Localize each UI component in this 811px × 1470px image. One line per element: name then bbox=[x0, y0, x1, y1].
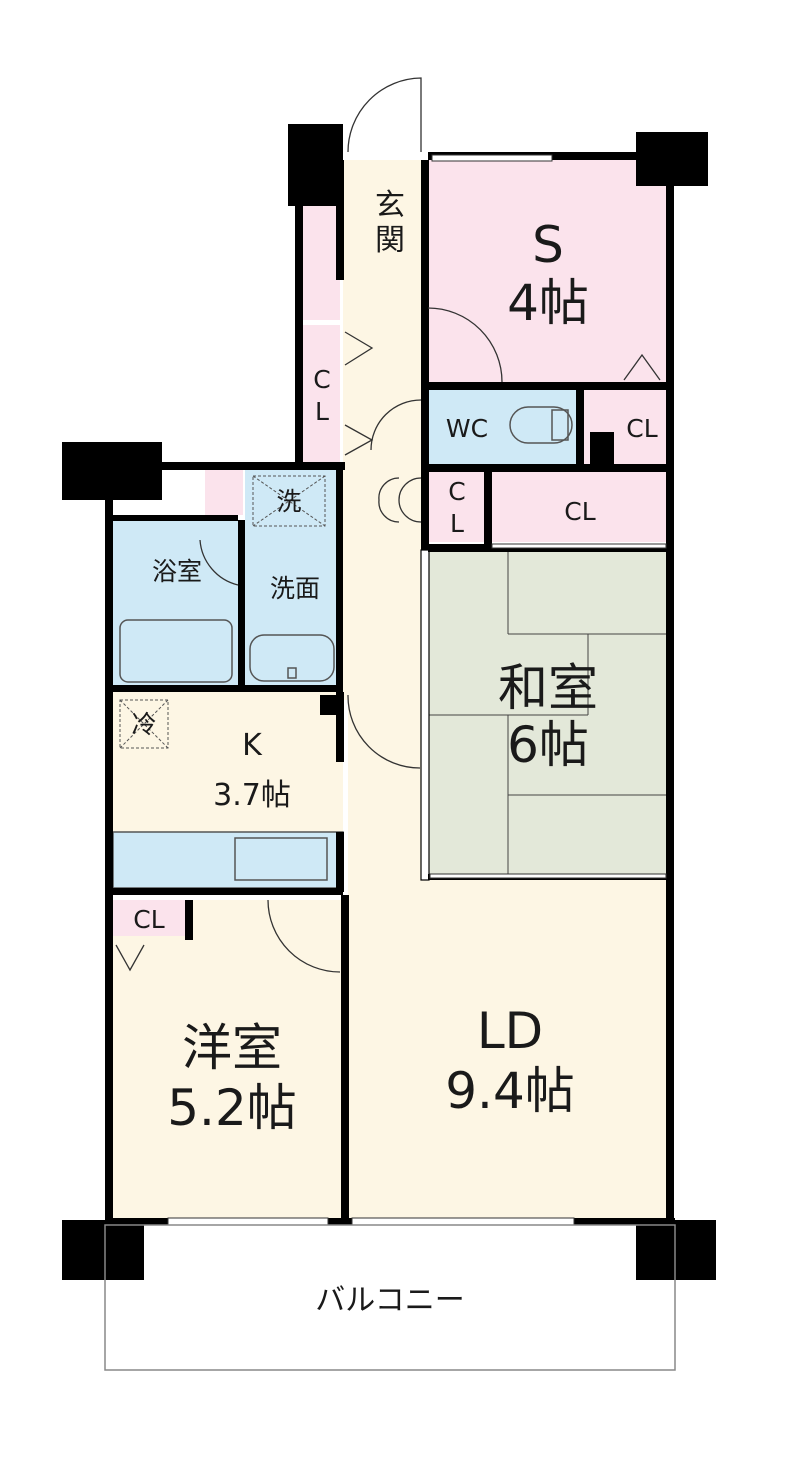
yoshitsu-door bbox=[267, 899, 341, 973]
appliance-boxes bbox=[119, 475, 326, 749]
closet-fold-2 bbox=[344, 424, 374, 456]
pillar-top-left bbox=[288, 124, 343, 206]
cl-right-label: CL bbox=[626, 414, 657, 443]
kitchen-name: K bbox=[242, 728, 263, 763]
yoshitsu-name: 洋室 bbox=[182, 1019, 282, 1077]
senmen-label: 洗面 bbox=[270, 574, 320, 603]
entry-closet-fill bbox=[205, 470, 243, 515]
doors bbox=[115, 77, 661, 973]
yoshitsu-fill bbox=[113, 900, 343, 1220]
labels: S 4帖 玄 関 WC CL C L C L CL 洗 浴室 洗面 和室 6帖 … bbox=[131, 188, 657, 1318]
cl-yoshitsu-label: CL bbox=[133, 905, 164, 934]
washer-box bbox=[252, 475, 326, 527]
fridge-label: 冷 bbox=[131, 710, 156, 739]
pillar-bottom-right bbox=[636, 1220, 716, 1280]
cl-s-fill bbox=[492, 472, 666, 542]
genkan-floor bbox=[343, 160, 421, 280]
washitsu-overlay bbox=[428, 552, 666, 874]
bathtub bbox=[119, 619, 233, 683]
wc-label: WC bbox=[446, 414, 488, 443]
kitchen-door bbox=[347, 694, 421, 769]
washitsu-size: 6帖 bbox=[507, 716, 589, 774]
drain bbox=[287, 667, 297, 679]
yoshitsu-size: 5.2帖 bbox=[167, 1079, 297, 1137]
closet-fold-4 bbox=[378, 477, 400, 523]
toilet bbox=[509, 406, 573, 444]
s-room-name: S bbox=[532, 216, 564, 274]
fixtures bbox=[119, 406, 573, 683]
cl-s-label: CL bbox=[564, 497, 595, 526]
genkan-label-2: 関 bbox=[375, 223, 405, 258]
fridge-box bbox=[119, 699, 169, 749]
ld-name: LD bbox=[477, 1002, 543, 1060]
cl-s-marker bbox=[623, 353, 661, 381]
kitchen-size: 3.7帖 bbox=[213, 778, 291, 813]
bath-fill bbox=[113, 520, 238, 685]
tatami-lines bbox=[428, 552, 666, 874]
cl-vertical-mid-fill bbox=[428, 472, 484, 542]
s-room-door bbox=[427, 307, 503, 383]
hallway-floor bbox=[343, 280, 423, 700]
pillar-top-right bbox=[636, 132, 708, 186]
genkan-label-1: 玄 bbox=[375, 188, 405, 223]
sink bbox=[234, 837, 328, 881]
cl-vertical-mid-line1: C bbox=[448, 477, 465, 506]
balcony-outline bbox=[104, 1224, 676, 1371]
cl-yoshitsu-fill-top bbox=[113, 900, 185, 936]
s-room-fill bbox=[428, 160, 666, 382]
cl-vertical-top-line1: C bbox=[313, 365, 330, 394]
washer-label: 洗 bbox=[276, 487, 301, 516]
pillar-left bbox=[62, 442, 162, 500]
senmen-fill bbox=[245, 470, 340, 685]
cl-vertical-top-fill bbox=[302, 325, 340, 465]
cl-vertical-mid-line2: L bbox=[450, 509, 464, 538]
shoe-closet-fill bbox=[302, 205, 340, 320]
closet-fold-1 bbox=[344, 331, 374, 366]
ld-size: 9.4帖 bbox=[445, 1062, 575, 1120]
cl-yoshitsu-marker bbox=[115, 944, 145, 972]
cl-vertical-top-line2: L bbox=[315, 397, 329, 426]
pillar-bottom-left bbox=[62, 1220, 144, 1280]
balcony-label: バルコニー bbox=[315, 1283, 464, 1318]
washbasin bbox=[249, 634, 335, 682]
entry-door bbox=[347, 77, 422, 153]
closet-fold-3 bbox=[398, 477, 422, 523]
washitsu-name: 和室 bbox=[498, 659, 598, 717]
bath-label: 浴室 bbox=[152, 557, 202, 586]
s-room-size: 4帖 bbox=[507, 274, 589, 332]
bath-door bbox=[199, 539, 239, 586]
room-fills bbox=[112, 160, 666, 1220]
toilet-tank bbox=[551, 409, 569, 441]
